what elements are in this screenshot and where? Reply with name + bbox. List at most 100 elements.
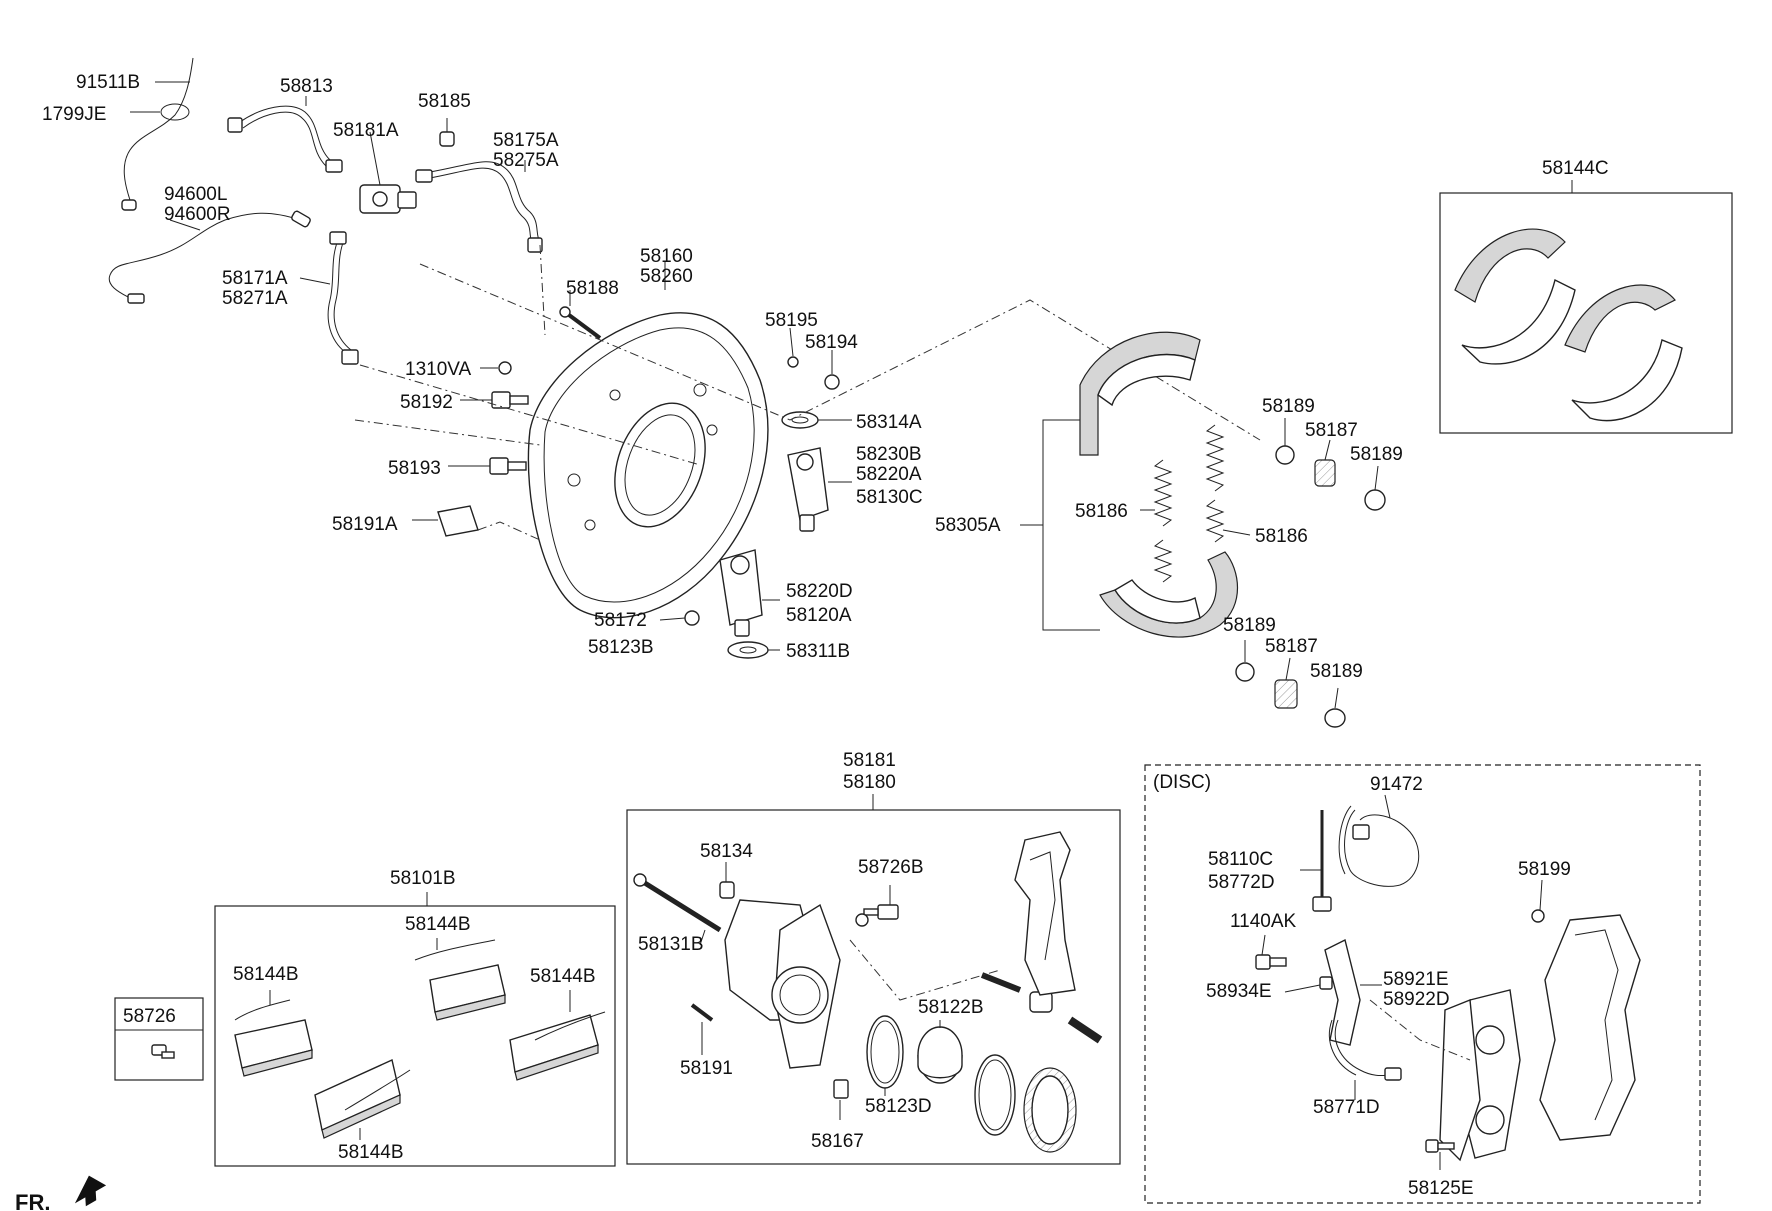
label-58271A: 58271A: [222, 288, 288, 309]
lining-segment-a: [1454, 228, 1576, 365]
label-58311B: 58311B: [786, 641, 850, 662]
disc-bracket: [1539, 914, 1641, 1141]
label-58220D: 58220D: [786, 581, 853, 602]
label-58192: 58192: [400, 392, 453, 413]
bolt-58191: [690, 1003, 714, 1055]
label-58101B: 58101B: [390, 868, 456, 889]
brake-tube-58175A: [415, 160, 543, 253]
label-58191: 58191: [680, 1058, 733, 1079]
bracket-58921E: [1324, 938, 1382, 1046]
assembly-centerline-b: [359, 364, 701, 466]
label-58175A: 58175A: [493, 130, 559, 151]
fastener-58195: [787, 327, 799, 368]
nut-1310VA: [480, 361, 512, 375]
label-94600L: 94600L: [164, 184, 227, 205]
nut-58199: [1531, 879, 1545, 923]
label-58185: 58185: [418, 91, 471, 112]
lining-kit-box: [1439, 192, 1733, 434]
brake-shoe-upper: [1043, 331, 1201, 456]
hold-down-cup-a: [1275, 418, 1295, 465]
label-58230B: 58230B: [856, 444, 922, 465]
label-58189-c: 58189: [1223, 615, 1276, 636]
guide-pin-58131B: [633, 873, 722, 946]
label-58172: 58172: [594, 610, 647, 631]
bolt-58192: [460, 391, 529, 409]
label-58171A: 58171A: [222, 268, 288, 289]
caliper-bracket: [1014, 831, 1076, 996]
bleeder-58167: [833, 1079, 849, 1120]
label-58193: 58193: [388, 458, 441, 479]
piston-58122B: [917, 1020, 963, 1084]
nut-58194: [824, 350, 840, 390]
label-58189-b: 58189: [1350, 444, 1403, 465]
bleeder-58172: [659, 610, 700, 626]
wheel-speed-sensor-cable: [121, 57, 194, 211]
label-58181: 58181: [843, 750, 896, 771]
label-58186-b: 58186: [1255, 526, 1308, 547]
washer-58314A: [781, 411, 852, 429]
bolt-58726: [151, 1044, 175, 1059]
label-58188: 58188: [566, 278, 619, 299]
brake-pad-3: [509, 990, 606, 1081]
label-58191A: 58191A: [332, 514, 398, 535]
nut-58185: [439, 118, 455, 147]
label-58144B-c: 58144B: [530, 966, 596, 987]
label-58189-a: 58189: [1262, 396, 1315, 417]
label-91472: 91472: [1370, 774, 1423, 795]
bolt-1140AK: [1255, 934, 1287, 970]
brake-tube-58171A: [299, 231, 359, 365]
brake-pad-box: [214, 905, 616, 1167]
clip-58934E: [1284, 976, 1333, 993]
disc-section-box: [1144, 764, 1701, 1204]
label-58314A: 58314A: [856, 412, 922, 433]
disc-caliper: [1439, 989, 1521, 1162]
caliper-body: [724, 899, 841, 1069]
label-58260: 58260: [640, 266, 693, 287]
return-spring-a: [1140, 459, 1173, 583]
dust-boot: [1023, 1067, 1077, 1153]
label-58199: 58199: [1518, 859, 1571, 880]
lining-segment-b: [1564, 284, 1683, 422]
assembly-centerline-c: [354, 419, 541, 446]
label-58180: 58180: [843, 772, 896, 793]
bolt-58726-box: [114, 997, 204, 1081]
caliper-centerline: [849, 939, 1001, 1001]
seal-ring-58123D: [866, 1015, 904, 1096]
disc-centerline: [1369, 999, 1471, 1061]
label-1310VA: 1310VA: [405, 359, 472, 380]
hold-down-cup-c: [1235, 640, 1255, 682]
label-58305A: 58305A: [935, 515, 1001, 536]
return-spring-b: [1205, 424, 1251, 543]
label-58160: 58160: [640, 246, 693, 267]
hold-down-cup-b: [1364, 465, 1386, 511]
label-58181A: 58181A: [333, 120, 399, 141]
washer-58311B: [727, 641, 780, 659]
label-58122B: 58122B: [918, 997, 984, 1018]
label-58120A: 58120A: [786, 605, 852, 626]
slide-pin-bolt: [980, 972, 1103, 1044]
label-58187-a: 58187: [1305, 420, 1358, 441]
backing-plate: [527, 262, 769, 619]
brake-pad-2: [414, 938, 506, 1021]
hold-down-spring-a: [1314, 439, 1336, 487]
label-58125E: 58125E: [1408, 1178, 1474, 1199]
label-58144B-d: 58144B: [338, 1142, 404, 1163]
label-front: FR.: [15, 1190, 50, 1211]
label-1799JE: 1799JE: [42, 104, 106, 125]
label-disc: (DISC): [1153, 772, 1211, 793]
label-58726B: 58726B: [858, 857, 924, 878]
wheel-cylinder-58220D: [719, 549, 780, 637]
plug-58191A: [412, 505, 541, 541]
sensor-harness-94600: [108, 210, 311, 304]
assembly-centerline-d: [539, 244, 546, 336]
label-58813: 58813: [280, 76, 333, 97]
label-58275A: 58275A: [493, 150, 559, 171]
label-58131B: 58131B: [638, 934, 704, 955]
brake-pad-1: [234, 990, 313, 1077]
bolt-58193: [448, 457, 527, 475]
brake-tee-connector: [359, 131, 417, 214]
label-58187-b: 58187: [1265, 636, 1318, 657]
label-58123D: 58123D: [865, 1096, 932, 1117]
label-58144B-a: 58144B: [233, 964, 299, 985]
